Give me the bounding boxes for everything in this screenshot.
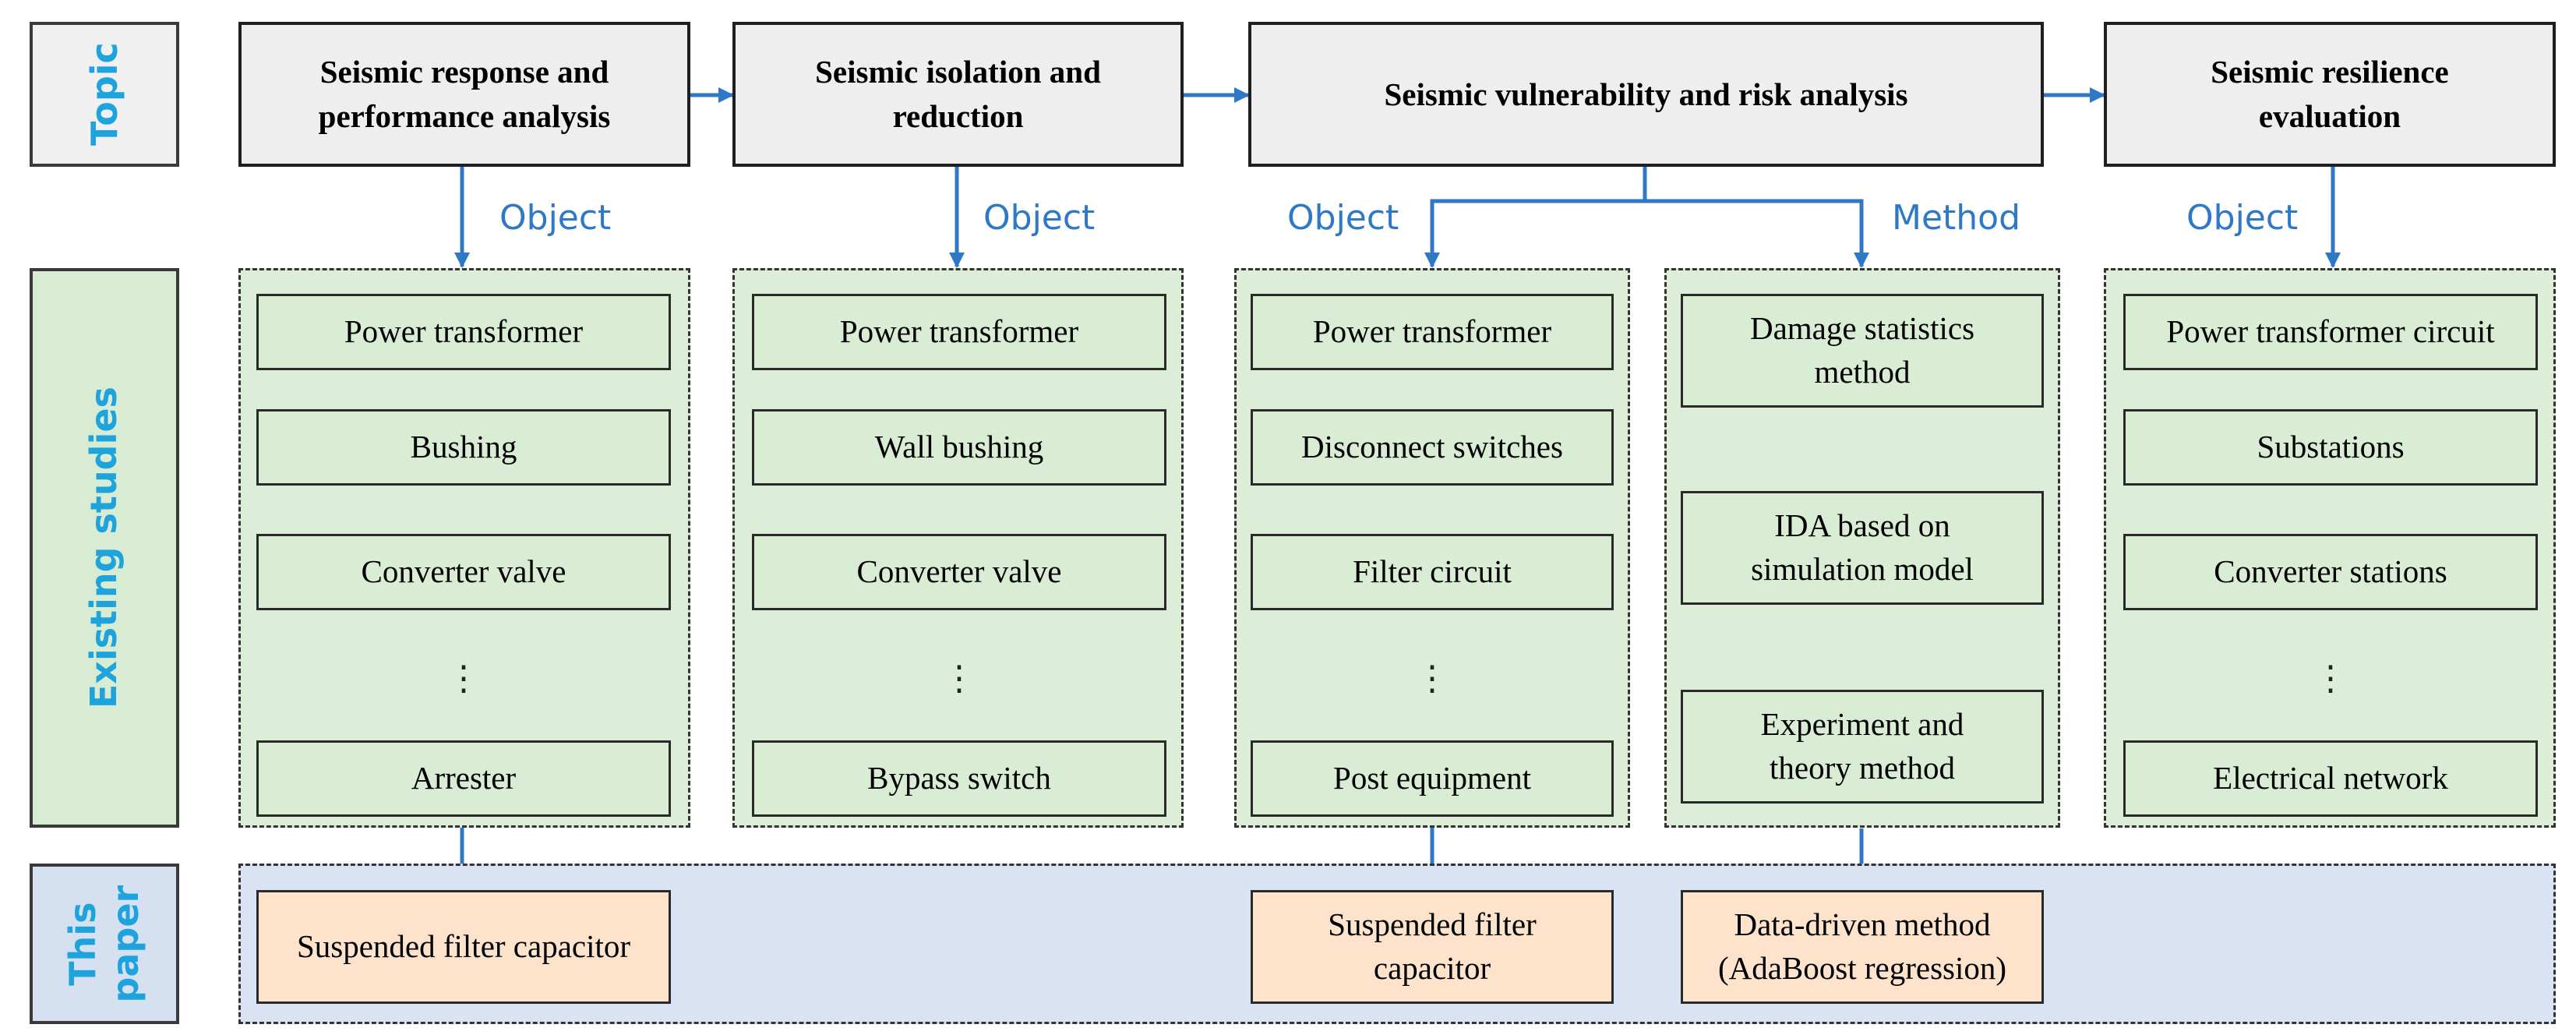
item-isolation-wall-bushing: Wall bushing (752, 409, 1166, 486)
item-vulnerability-power-transformer: Power transformer (1251, 294, 1614, 370)
item-vulnerability-disconnect-switches: Disconnect switches (1251, 409, 1614, 486)
edge-label-object-3: Object (1287, 198, 1399, 238)
item-vulnerability-filter-circuit: Filter circuit (1251, 534, 1614, 610)
ellipsis-isolation: ⋮ (942, 659, 976, 698)
row-label-paper: This paper (30, 864, 179, 1024)
row-label-paper-text: This paper (61, 885, 146, 1003)
item-vulnerability-post-equipment: Post equipment (1251, 740, 1614, 817)
item-response-bushing: Bushing (256, 409, 671, 486)
item-method-experiment-theory: Experiment and theory method (1681, 690, 2044, 804)
paper-item-data-driven-method: Data-driven method (AdaBoost regression) (1681, 890, 2044, 1004)
item-response-power-transformer: Power transformer (256, 294, 671, 370)
item-method-damage-statistics: Damage statistics method (1681, 294, 2044, 408)
edge-label-object-2: Object (983, 198, 1096, 238)
topic-vulnerability: Seismic vulnerability and risk analysis (1248, 22, 2044, 167)
edge-label-object-1: Object (499, 198, 612, 238)
arrow-topic3-branch (1424, 167, 1647, 268)
item-resilience-power-transformer-circuit: Power transformer circuit (2123, 294, 2538, 370)
topic-response: Seismic response and performance analysi… (238, 22, 690, 167)
item-isolation-power-transformer: Power transformer (752, 294, 1166, 370)
edge-label-object-4: Object (2186, 198, 2299, 238)
row-label-existing-text: Existing studies (83, 387, 125, 709)
item-response-arrester: Arrester (256, 740, 671, 817)
ellipsis-resilience: ⋮ (2313, 659, 2348, 698)
ellipsis-response: ⋮ (446, 659, 481, 698)
ellipsis-vulnerability: ⋮ (1415, 659, 1449, 698)
arrow-topic3-method (1645, 199, 1869, 268)
item-resilience-electrical-network: Electrical network (2123, 740, 2538, 817)
row-label-existing: Existing studies (30, 268, 179, 828)
item-resilience-substations: Substations (2123, 409, 2538, 486)
paper-item-response-capacitor: Suspended filter capacitor (256, 890, 671, 1004)
paper-item-vulnerability-capacitor: Suspended filter capacitor (1251, 890, 1614, 1004)
topic-isolation: Seismic isolation and reduction (732, 22, 1184, 167)
topic-resilience: Seismic resilience evaluation (2104, 22, 2556, 167)
row-label-topic-text: Topic (83, 42, 125, 147)
edge-label-method: Method (1892, 198, 2021, 238)
item-isolation-bypass-switch: Bypass switch (752, 740, 1166, 817)
item-resilience-converter-stations: Converter stations (2123, 534, 2538, 610)
row-label-topic: Topic (30, 22, 179, 167)
item-method-ida-simulation: IDA based on simulation model (1681, 491, 2044, 605)
item-response-converter-valve: Converter valve (256, 534, 671, 610)
item-isolation-converter-valve: Converter valve (752, 534, 1166, 610)
